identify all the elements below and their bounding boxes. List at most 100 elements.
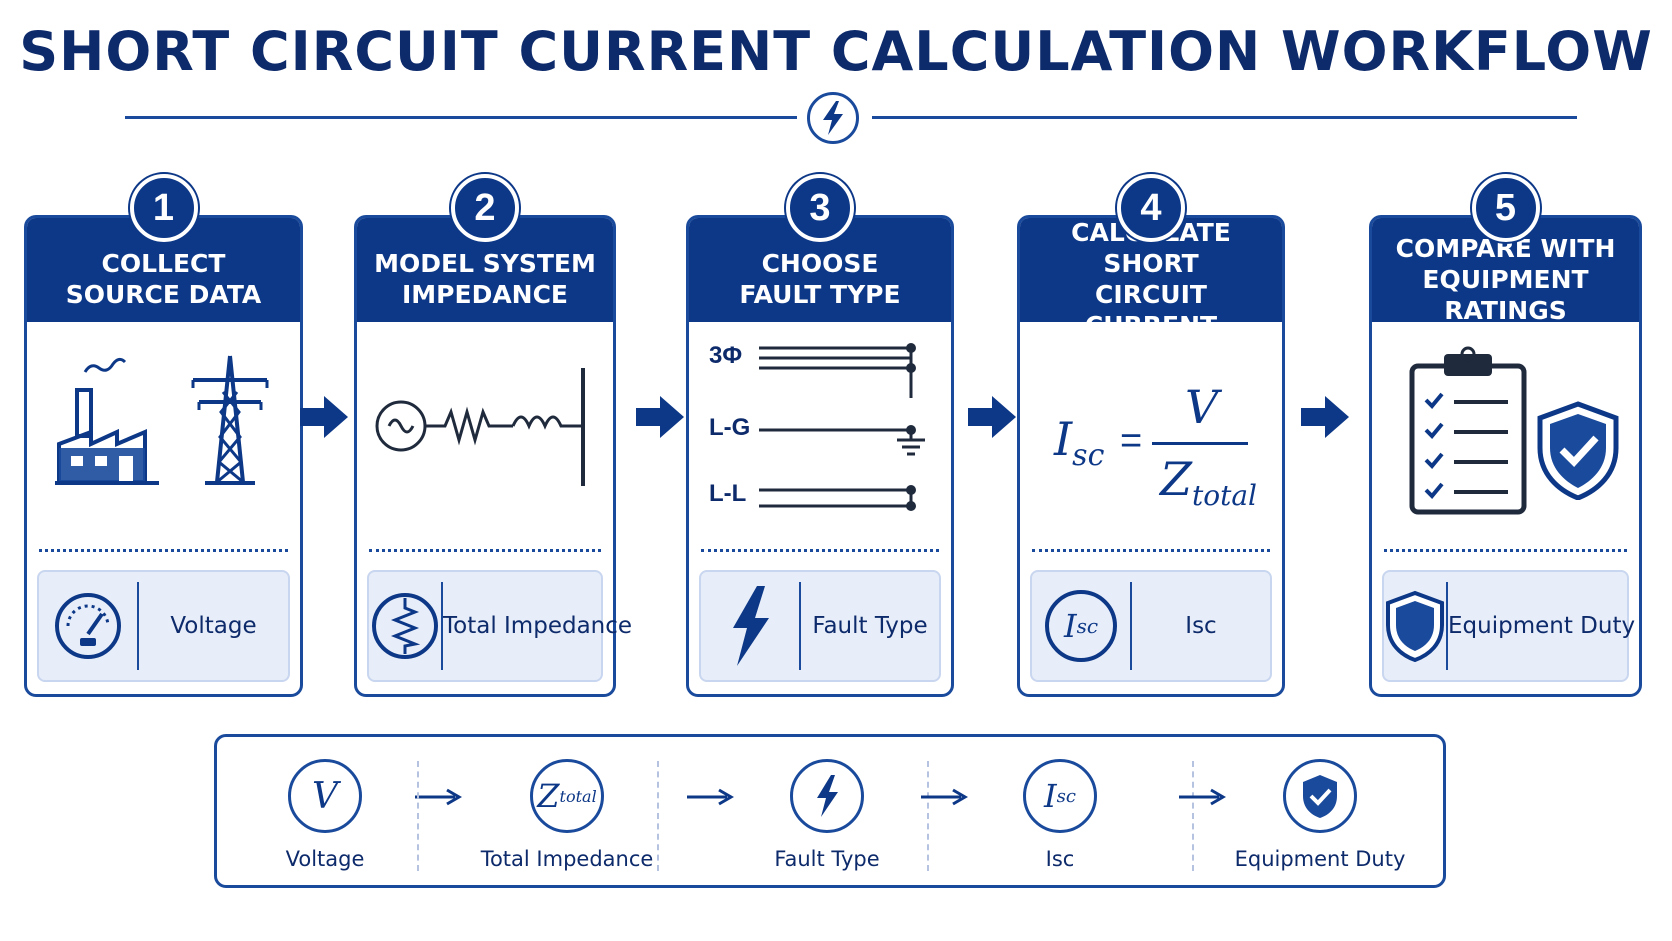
flow-arrow-2 [636,394,686,445]
summary-label: Isc [1045,847,1075,871]
formula-lhs-symbol: I [1054,412,1073,466]
step-title-line1: MODEL SYSTEM [374,249,596,278]
step-number-1: 1 [129,174,198,242]
step-number-5: 5 [1471,174,1540,242]
formula-denominator-symbol: Z [1160,452,1192,506]
formula-equals: = [1120,420,1143,462]
fault-diagram-icon [759,343,925,511]
divider [1384,549,1627,552]
resistor-icon [372,593,438,659]
summary-arrow-2 [685,787,735,812]
fault-type-lg: L-G [709,414,751,441]
isc-icon-sub: sc [1076,614,1099,638]
step-title-line2: FAULT TYPE [739,280,901,309]
divider [1032,549,1270,552]
summary-label: Equipment Duty [1234,847,1406,871]
step-illustration-5 [1372,322,1639,550]
formula-denominator-sub: total [1191,479,1257,513]
step-output-label: Equipment Duty [1448,613,1636,639]
shield-icon [1386,590,1444,662]
step-output-2: Total Impedance [367,570,632,682]
formula-numerator: V [1185,380,1219,434]
summary-symbol: I [1044,777,1057,815]
summary-label: Fault Type [774,847,880,871]
summary-item-voltage: V Voltage [225,759,425,871]
step-title-line1: COLLECT [101,249,226,278]
title-rule-left [125,116,797,119]
step-illustration-4: Isc = V Ztotal [1020,322,1282,550]
flow-arrow-4 [1301,394,1351,445]
voltage-symbol-icon: V [288,759,362,833]
lightning-icon [823,101,843,135]
step-number-3: 3 [786,174,854,242]
step-title-line2: SOURCE DATA [65,280,262,309]
formula-denominator: Ztotal [1160,452,1257,512]
summary-separator [927,761,929,871]
step-output-1: Voltage [37,570,290,682]
step-title-line2: CIRCUIT CURRENT [1084,280,1218,340]
step-illustration-1 [27,322,300,550]
summary-symbol: V [312,775,338,817]
page-title: SHORT CIRCUIT CURRENT CALCULATION WORKFL… [19,20,1653,83]
checklist-icon [1409,346,1527,515]
divider [369,549,601,552]
step-output-label: Voltage [170,613,257,639]
fault-type-ll: L-L [709,480,747,507]
summary-symbol-sub: sc [1056,785,1076,807]
title-rule-right [872,116,1577,119]
gauge-icon [55,593,121,659]
summary-arrow-1 [413,787,463,812]
step-illustration-3: 3Φ L-G L-L [689,322,951,550]
flow-arrow-3 [968,394,1018,445]
summary-item-equipment-duty: Equipment Duty [1220,759,1420,871]
shield-check-icon [1283,759,1357,833]
power-plant-icon [55,357,159,485]
fault-type-3phase: 3Φ [709,342,743,369]
step-illustration-2 [357,322,613,550]
summary-item-fault-type: Fault Type [727,759,927,871]
formula-lhs-sub: sc [1072,438,1105,474]
summary-arrow-4 [1177,787,1227,812]
divider [39,549,288,552]
step-number-4: 4 [1117,174,1185,242]
summary-label: Voltage [285,847,365,871]
step-title-line1: CHOOSE [761,249,879,278]
formula-lhs: Isc [1054,412,1104,473]
isc-icon-symbol: I [1063,607,1077,645]
summary-arrow-3 [919,787,969,812]
shield-check-icon [1537,401,1619,500]
step-output-5: Equipment Duty [1382,570,1635,682]
step-number-2: 2 [451,174,519,242]
lightning-icon [790,759,864,833]
impedance-circuit-icon [375,368,585,486]
title-lightning-badge [807,92,859,144]
step-output-label: Fault Type [812,613,928,639]
step-output-label: Isc [1185,613,1217,639]
step-title-line2: EQUIPMENT RATINGS [1422,264,1589,325]
transmission-tower-icon [191,355,269,485]
step-output-label: Total Impedance [443,613,633,639]
summary-separator [417,761,419,871]
summary-separator [1192,761,1194,871]
step-output-3: Fault Type [699,570,941,682]
flow-arrow-1 [300,394,350,445]
lightning-icon [733,586,769,666]
step-title-line2: IMPEDANCE [401,280,569,309]
formula-fraction-bar [1152,442,1248,445]
summary-separator [657,761,659,871]
summary-label: Total Impedance [480,847,654,871]
summary-symbol-sub: total [559,786,597,806]
